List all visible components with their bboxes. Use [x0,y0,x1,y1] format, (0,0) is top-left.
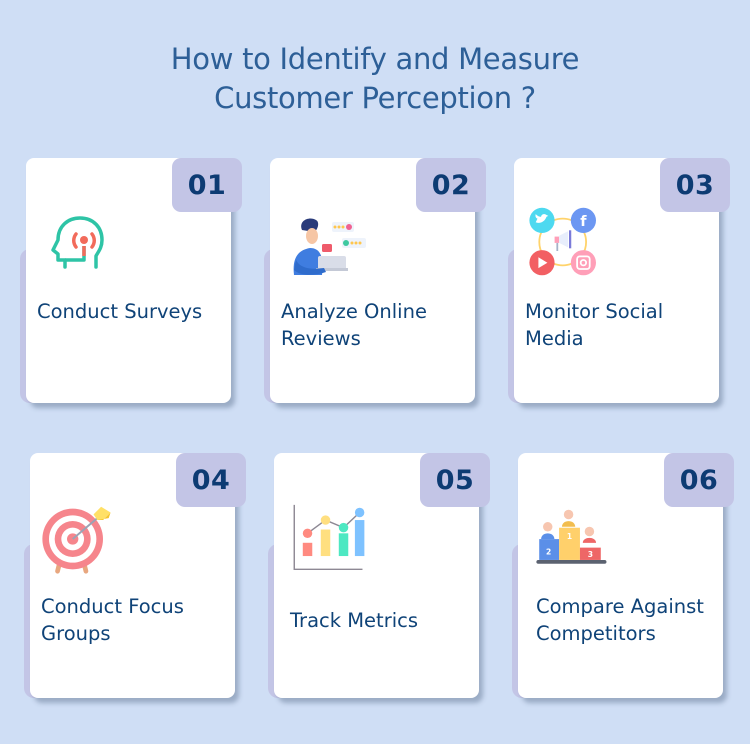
card-label: Track Metrics [290,609,419,632]
card-label: Conduct Surveys [37,300,203,323]
step-number-badge: 06 [664,453,734,507]
step-card-02: Analyze Online Reviews 02 [264,158,496,423]
step-card-03: f Monitor Social Media 03 [508,158,740,423]
step-number-badge: 02 [416,158,486,212]
target-arrow-icon [42,506,111,574]
card-label: Monitor Social Media [525,300,664,350]
step-number-badge: 03 [660,158,730,212]
card-label: Analyze Online Reviews [281,300,427,350]
svg-text:3: 3 [588,550,593,559]
step-number-badge: 01 [172,158,242,212]
step-card-01: Conduct Surveys 01 [20,158,252,423]
svg-text:2: 2 [546,547,551,556]
step-number-badge: 04 [176,453,246,507]
title-line-1: How to Identify and Measure [170,42,580,76]
step-card-05: Track Metrics 05 [268,453,500,718]
podium-icon: 2 1 3 [536,509,607,564]
page-title: How to Identify and Measure Customer Per… [0,40,750,118]
card-label: Compare Against Competitors [536,595,704,645]
card-label: Conduct Focus Groups [41,595,184,645]
svg-text:f: f [580,214,587,230]
step-card-06: 2 1 3 Compare Against Competitors 06 [512,453,744,718]
step-number-badge: 05 [420,453,490,507]
person-laptop-reviews-icon [293,218,366,275]
bar-line-chart-icon [293,504,365,571]
svg-text:1: 1 [567,532,572,541]
title-line-2: Customer Perception ? [214,81,536,115]
step-card-04: Conduct Focus Groups 04 [24,453,256,718]
social-media-megaphone-icon: f [529,207,596,276]
head-signal-icon [51,216,104,269]
